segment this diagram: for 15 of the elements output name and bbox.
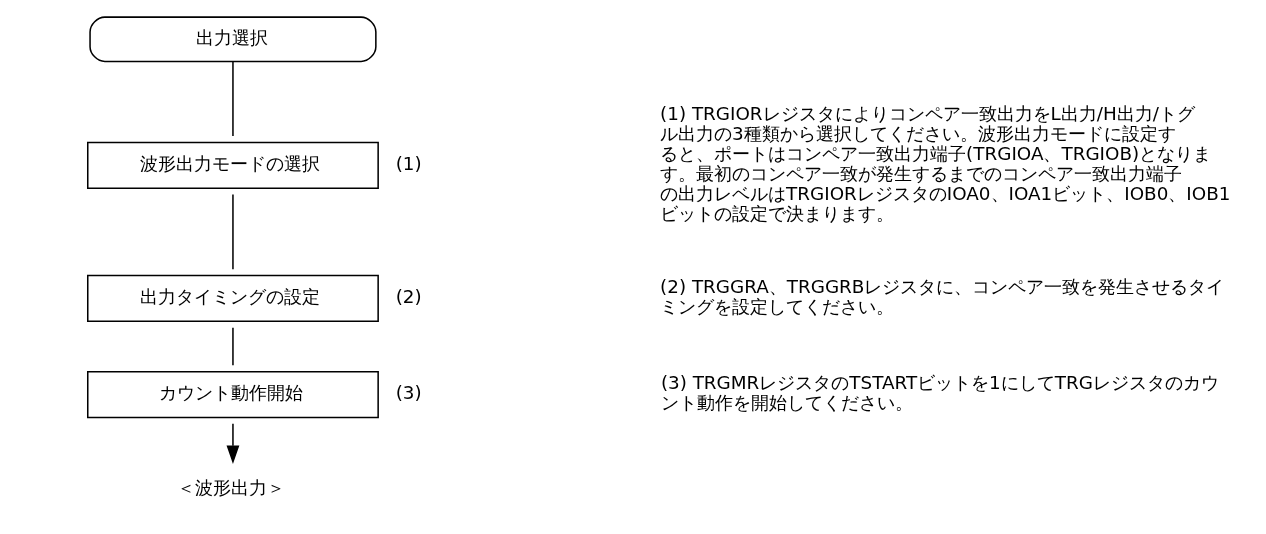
connector — [232, 193, 234, 271]
node-box: 出力選択 — [89, 16, 377, 63]
connector — [232, 327, 234, 366]
arrow — [226, 422, 240, 464]
label: (2) TRGGRA、TRGGRBレジスタに、コンペア一致を発生させるタイミングを設定してください。 — [660, 276, 1225, 317]
node-box: 出力タイミングの設定 — [87, 274, 379, 323]
label: (1) TRGIORレジスタによりコンペア一致出力をL出力/H出力/トグル出力の3種類から選択してください。波形出力モードに設定すると、ポートはコンペア一致出力端子(TRGIOA、TRGIOB)となります。最初のコンペア一致が発生するまでのコンペア一致出力端子の出力レベルはTRGIORレジスタのIOA0、IOA1ビット、IOB0、IOB1ビットの設定で決まります。 — [660, 103, 1231, 224]
label: (3) TRGMRレジスタのTSTARTビットを1にしてTRGレジスタのカウント動作を開始してください。 — [660, 372, 1219, 414]
node-box: カウント動作開始 — [87, 370, 379, 419]
node-text: ＜波形出力＞ — [177, 477, 286, 499]
node-box: 波形出力モードの選択 — [87, 141, 379, 190]
node-label: (1) — [395, 153, 422, 175]
connector — [232, 60, 234, 137]
node-label: (3) — [395, 382, 422, 404]
node-label: (2) — [395, 286, 422, 308]
